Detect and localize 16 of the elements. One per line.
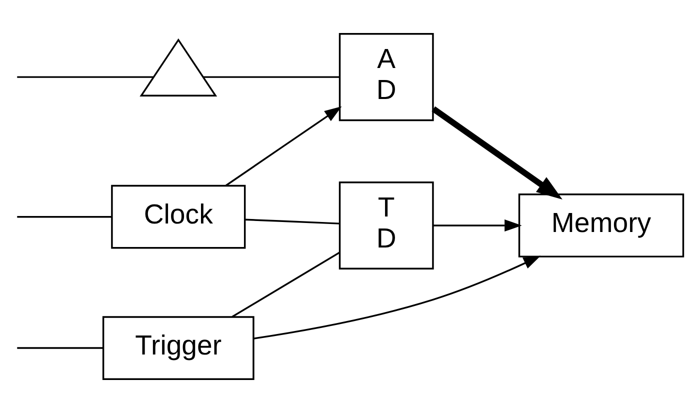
connector: [245, 218, 340, 224]
node-box: T D: [338, 180, 434, 269]
node-box: Clock: [111, 184, 246, 248]
connector: [204, 76, 340, 78]
node-box: Trigger: [102, 316, 254, 380]
node-triangle: [140, 38, 218, 96]
arrow: [433, 218, 522, 232]
node-box: Memory: [518, 193, 684, 257]
node-box: A D: [338, 32, 434, 121]
connector: [17, 76, 154, 78]
connector: [17, 216, 112, 218]
connector: [17, 346, 104, 348]
arrow: [254, 255, 541, 339]
connector: [232, 251, 340, 318]
arrow: [432, 106, 562, 199]
arrow: [226, 106, 342, 186]
